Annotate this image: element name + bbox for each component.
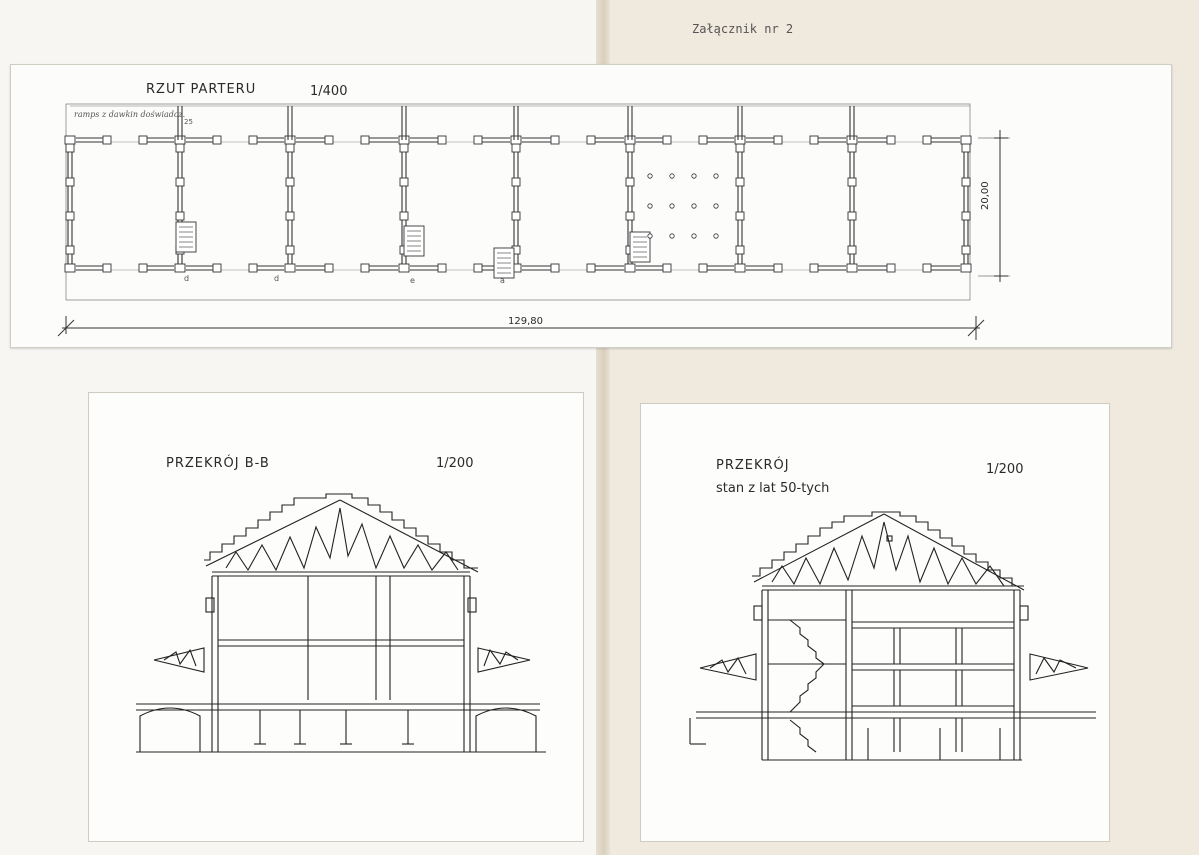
- plan-length-dimension: 129,80: [508, 316, 543, 327]
- plan-bays: [64, 106, 972, 279]
- plan-width-dimension: 20,00: [980, 181, 991, 210]
- plan-note: ramps z dawkin doświadcz.: [74, 110, 186, 119]
- bay-mark-2: d: [274, 274, 280, 283]
- plan-dimensions: [57, 130, 1010, 340]
- section-right-title: PRZEKRÓJ: [716, 458, 790, 473]
- bay-mark-1: d: [184, 274, 190, 283]
- roof-steps-left: [204, 493, 478, 569]
- plan-frame: [65, 103, 971, 301]
- attachment-label: Załącznik nr 2: [692, 22, 794, 36]
- section-left-scale: 1/200: [436, 456, 474, 471]
- section-left-sheet: [88, 392, 584, 842]
- section-left-title: PRZEKRÓJ B-B: [166, 456, 270, 471]
- plan-sheet: [10, 64, 1172, 348]
- plan-note-number: 25: [184, 118, 193, 126]
- section-right-scale: 1/200: [986, 462, 1024, 477]
- bay-mark-3: e: [410, 276, 415, 285]
- plan-scale: 1/400: [310, 84, 348, 99]
- plan-title: RZUT PARTERU: [146, 82, 257, 97]
- roof-steps-right: [752, 511, 1024, 587]
- section-right-subtitle: stan z lat 50-tych: [716, 481, 830, 496]
- bay-mark-4: a: [500, 276, 505, 285]
